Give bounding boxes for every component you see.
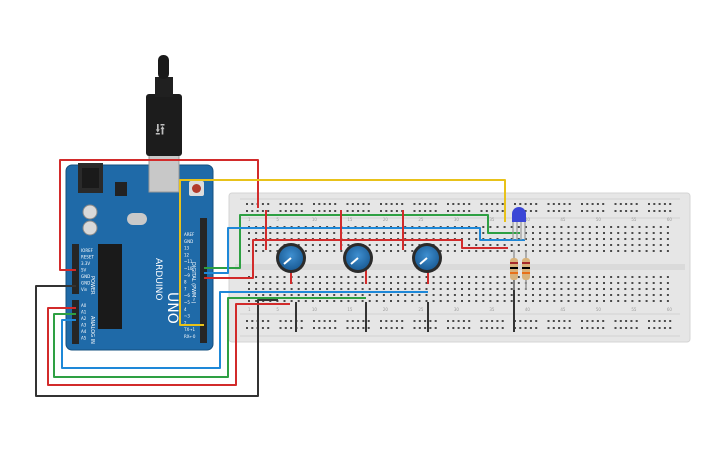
pin-label: 8 bbox=[184, 280, 187, 285]
breadboard-column-number: 35 bbox=[489, 307, 495, 312]
breadboard-column-number: 25 bbox=[418, 307, 424, 312]
pin-label: 4 bbox=[184, 307, 187, 312]
breadboard-column-number: 60 bbox=[667, 307, 673, 312]
digital-header bbox=[200, 218, 207, 343]
pin-label: IOREF bbox=[81, 248, 94, 253]
breadboard-column-number: 5 bbox=[276, 217, 279, 222]
wire-blue[interactable] bbox=[204, 227, 525, 274]
pin-label: ~5 bbox=[184, 300, 190, 305]
potentiometers bbox=[276, 243, 442, 273]
pin-label: AREF bbox=[184, 232, 195, 237]
wire-red-5v[interactable] bbox=[59, 159, 259, 271]
breadboard-column-number: 15 bbox=[347, 217, 353, 222]
breadboard-column-number: 1 bbox=[248, 217, 251, 222]
wire-red-a0[interactable] bbox=[47, 303, 290, 386]
breadboard-column-number: 10 bbox=[312, 217, 318, 222]
breadboard-column-number: 30 bbox=[454, 217, 460, 222]
potentiometer-1[interactable] bbox=[276, 243, 306, 273]
breadboard-column-number: 50 bbox=[596, 307, 602, 312]
breadboard-column-number: 20 bbox=[383, 307, 389, 312]
pin-label: ~3 bbox=[184, 314, 190, 319]
wire-black-gnd[interactable] bbox=[35, 285, 278, 397]
pin-label: A0 bbox=[81, 303, 87, 308]
pin-label: ~10 bbox=[184, 266, 193, 271]
breadboard-column-numbers: 1155101015152020252530303535404045455050… bbox=[248, 217, 672, 312]
breadboard-column-number: 25 bbox=[418, 217, 424, 222]
pin-label: A2 bbox=[81, 316, 87, 321]
breadboard-column-number: 50 bbox=[596, 217, 602, 222]
resistor-1[interactable] bbox=[510, 250, 518, 290]
breadboard-column-number: 10 bbox=[312, 307, 318, 312]
potentiometer-2[interactable] bbox=[343, 243, 373, 273]
arduino-brand: ARDUINO bbox=[153, 258, 163, 300]
pin-label: A4 bbox=[81, 329, 87, 334]
breadboard-column-number: 45 bbox=[560, 307, 566, 312]
pin-label: ~9 bbox=[184, 273, 190, 278]
pin-label: GND bbox=[81, 274, 90, 279]
analog-header-label: ANALOG IN bbox=[89, 316, 95, 344]
breadboard-column-number: 55 bbox=[631, 217, 637, 222]
pin-label: 3.3V bbox=[81, 261, 90, 266]
pin-label: RESET bbox=[81, 255, 94, 260]
pin-label: GND bbox=[81, 281, 90, 286]
pin-label: 5V bbox=[81, 268, 87, 273]
microcontroller-chip bbox=[98, 244, 122, 329]
breadboard-column-number: 30 bbox=[454, 307, 460, 312]
breadboard-column-number: 60 bbox=[667, 217, 673, 222]
pin-label: GND bbox=[184, 239, 193, 244]
pin-label: 2 bbox=[184, 320, 187, 325]
breadboard-column-number: 40 bbox=[525, 307, 531, 312]
pin-label: 7 bbox=[184, 286, 187, 291]
pin-label: A3 bbox=[81, 323, 87, 328]
pin-label: RX←0 bbox=[184, 334, 196, 339]
pin-label: A1 bbox=[81, 310, 87, 315]
usb-cable[interactable]: ⭿ bbox=[146, 55, 182, 156]
wire-red-pots[interactable] bbox=[204, 239, 508, 279]
wire-yellow[interactable] bbox=[179, 179, 506, 326]
breadboard-column-number: 5 bbox=[276, 307, 279, 312]
pin-label: ~11 bbox=[184, 259, 193, 264]
pin-label: ~6 bbox=[184, 293, 190, 298]
resistors bbox=[510, 250, 530, 290]
arduino-model: UNO bbox=[164, 292, 180, 324]
breadboard-column-number: 20 bbox=[383, 217, 389, 222]
pin-label: 12 bbox=[184, 252, 190, 257]
wire-green-a1[interactable] bbox=[53, 297, 366, 378]
breadboard-column-number: 15 bbox=[347, 307, 353, 312]
breadboard-column-number: 40 bbox=[525, 217, 531, 222]
breadboard-column-number: 1 bbox=[248, 307, 251, 312]
arduino-uno-board[interactable]: ARDUINO UNO DIGITAL (PWM~) POWER ANALOG … bbox=[65, 151, 214, 351]
breadboard-column-number: 35 bbox=[489, 217, 495, 222]
rgb-led[interactable] bbox=[512, 207, 526, 240]
analog-header bbox=[72, 300, 79, 344]
usb-port bbox=[148, 151, 180, 193]
pin-label: A5 bbox=[81, 336, 87, 341]
digital-header-label: DIGITAL (PWM~) bbox=[190, 262, 196, 304]
pin-label: 13 bbox=[184, 246, 190, 251]
wire-blue-a2[interactable] bbox=[61, 291, 428, 369]
breadboard-column-number: 55 bbox=[631, 307, 637, 312]
wire-green[interactable] bbox=[204, 214, 520, 269]
resistor-2[interactable] bbox=[522, 250, 530, 290]
power-header-label: POWER bbox=[89, 276, 95, 295]
usb-icon: ⭿ bbox=[155, 120, 165, 139]
breadboard-column-number: 45 bbox=[560, 217, 566, 222]
pin-label: Vin bbox=[81, 287, 88, 292]
potentiometer-3[interactable] bbox=[412, 243, 442, 273]
pin-label: TX→1 bbox=[183, 327, 196, 332]
